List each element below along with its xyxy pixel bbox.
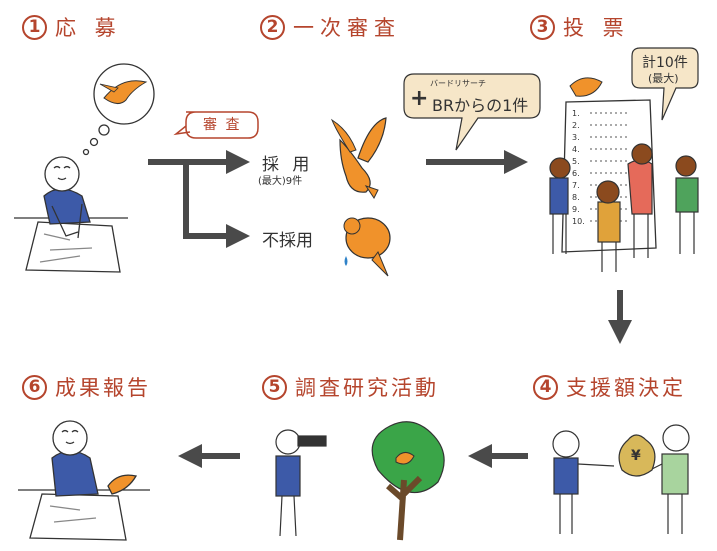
ballot-number: 10. <box>572 217 585 226</box>
step-1-heading: 1 応 募 <box>22 12 122 42</box>
step-label: 一次審査 <box>293 16 401 40</box>
step-label: 成果報告 <box>55 376 151 400</box>
step-number: 1 <box>22 14 47 40</box>
ballot-number: 9. <box>572 205 580 214</box>
birdwatcher-illustration <box>275 429 327 537</box>
step-label: 調査研究活動 <box>295 376 439 400</box>
br-plus: + <box>410 86 429 111</box>
ballot-number: 4. <box>572 145 580 154</box>
ballot-number: 6. <box>572 169 580 178</box>
board-bird-icon <box>569 77 603 97</box>
ballot-number: 3. <box>572 133 580 142</box>
report-illustration <box>18 420 150 541</box>
money-symbol: ¥ <box>631 448 641 464</box>
step-number: 6 <box>22 374 47 400</box>
bird-icon <box>99 80 148 104</box>
rejected-bird-icon <box>343 217 391 277</box>
step-label: 支援額決定 <box>566 376 686 400</box>
br-main: BRからの1件 <box>432 96 529 115</box>
step-5-heading: 5 調査研究活動 <box>262 372 439 402</box>
review-label: 審 査 <box>203 117 242 133</box>
report-bird-icon <box>107 474 138 495</box>
total-line-1: 計10件 <box>642 55 688 71</box>
ballot-number: 2. <box>572 121 580 130</box>
ballot-number: 5. <box>572 157 580 166</box>
step-3-heading: 3 投 票 <box>530 12 630 42</box>
rejected-label: 不採用 <box>262 231 313 251</box>
teardrop-icon <box>344 256 348 266</box>
binoculars-icon <box>297 435 327 447</box>
step-6-heading: 6 成果報告 <box>22 372 151 402</box>
tree-bird-icon <box>395 452 415 465</box>
step-number: 2 <box>260 14 285 40</box>
step-number: 4 <box>533 374 558 400</box>
ballot-number: 8. <box>572 193 580 202</box>
accepted-label: 採 用 <box>262 155 314 175</box>
branch-arrow <box>148 150 250 248</box>
funding-illustration <box>552 424 690 534</box>
total-line-2: (最大) <box>648 72 679 85</box>
step-number: 3 <box>530 14 555 40</box>
step-label: 投 票 <box>563 16 630 40</box>
review-bubble <box>173 111 259 139</box>
step-label: 応 募 <box>55 16 122 40</box>
thought-bubble <box>82 63 155 156</box>
accepted-bird-icon <box>330 117 387 199</box>
total-bubble <box>631 47 699 121</box>
step-number: 5 <box>262 374 287 400</box>
step-2-heading: 2 一次審査 <box>260 12 401 42</box>
applicant-illustration <box>14 156 128 273</box>
ballot-number: 1. <box>572 109 580 118</box>
br-bubble <box>403 73 541 151</box>
ballot-number: 7. <box>572 181 580 190</box>
accepted-note: (最大)9件 <box>258 176 303 187</box>
money-bag-icon <box>618 434 656 477</box>
tree-illustration <box>371 421 445 541</box>
br-ruby: バードリサーチ <box>430 79 486 88</box>
step-4-heading: 4 支援額決定 <box>533 372 686 402</box>
voters-illustration <box>549 143 699 272</box>
